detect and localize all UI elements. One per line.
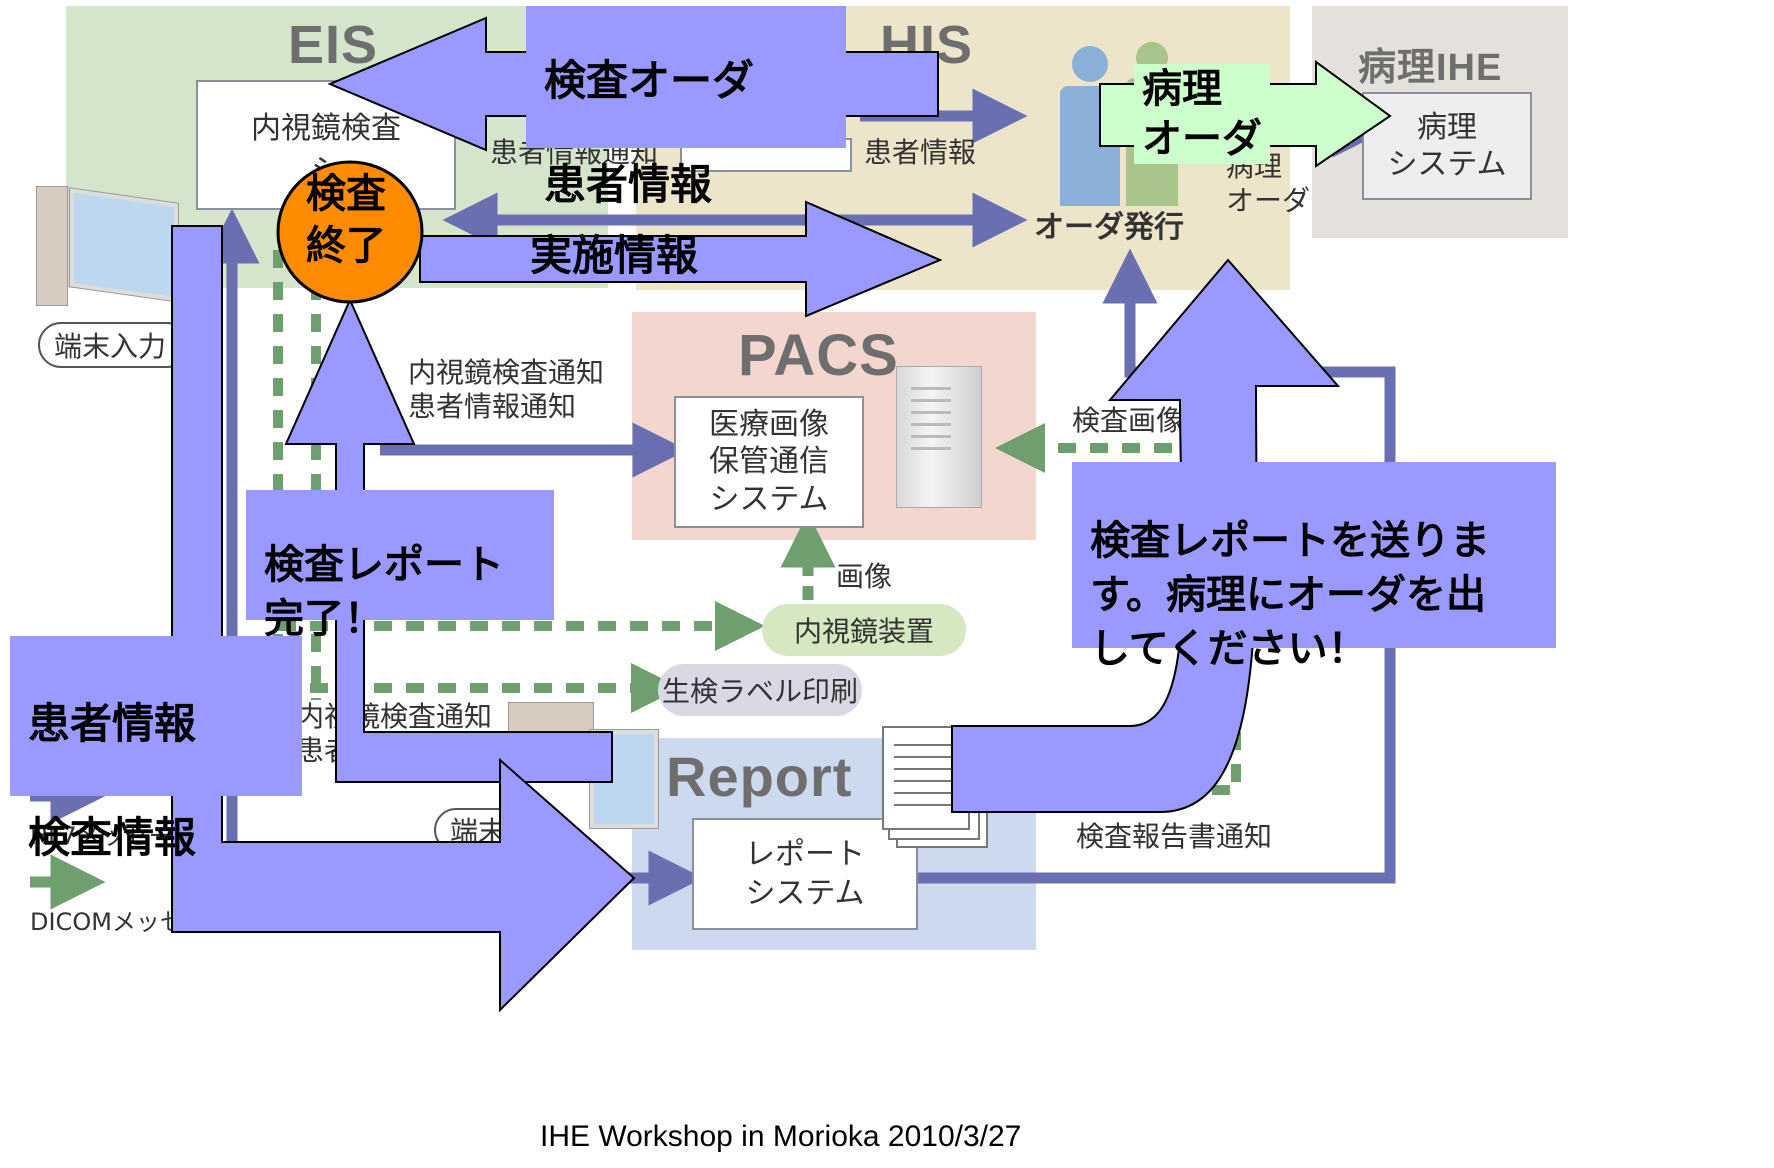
send-report-arrow xyxy=(951,258,1341,813)
implementation-info-text: 実施情報 xyxy=(530,231,699,280)
server-icon xyxy=(896,366,982,508)
exam-info-left-text: 検査情報 xyxy=(28,812,197,862)
exam-image-label: 検査画像 xyxy=(1072,404,1185,437)
endoscopy-notice-label-2: 内視鏡検査通知 xyxy=(296,700,493,733)
legend-hl7-label: HL7メッセー xyxy=(30,822,173,850)
report-system-label: レポート システム xyxy=(745,837,865,911)
computer-icon xyxy=(36,186,68,306)
endoscope-device-pill: 内視鏡装置 xyxy=(762,604,966,656)
pathology-order-text: 病理 オーダ xyxy=(1134,64,1270,164)
pacs-system-box: 医療画像 保管通信 システム xyxy=(674,396,864,528)
exam-end-marker xyxy=(276,160,424,304)
pathology-system-label: 病理 システム xyxy=(1387,109,1507,183)
biopsy-label-pill: 生検ラベル印刷 xyxy=(658,664,862,716)
endoscopy-notice-label: 内視鏡検査通知 患者情報通知 xyxy=(408,356,605,423)
implementation-arrow xyxy=(419,200,943,318)
pathology-system-box: 病理 システム xyxy=(1362,92,1532,200)
report-done-callout: 検査レポート 完了！ xyxy=(246,490,554,642)
image-label: 画像 xyxy=(836,560,893,593)
send-report-callout: 検査レポートを送りま す。病理にオーダを出 してください！ xyxy=(1072,462,1556,672)
exam-order-callout: 検査オーダ 患者情報 xyxy=(526,6,846,209)
patient-exam-info-arrow xyxy=(171,225,636,1013)
report-done-text: 検査レポート 完了！ xyxy=(264,542,504,642)
pacs-title: PACS xyxy=(738,323,899,388)
report-title: Report xyxy=(666,745,853,808)
report-system-box: レポート システム xyxy=(692,818,918,930)
footer-text: IHE Workshop in Morioka 2010/3/27 xyxy=(540,1120,1022,1153)
his-patient-info-label: 患者情報 xyxy=(864,136,977,169)
send-report-text: 検査レポートを送りま す。病理にオーダを出 してください！ xyxy=(1090,518,1490,672)
patient-exam-info-callout: 患者情報 検査情報 xyxy=(10,636,302,862)
report-notice-label: 検査報告書通知 xyxy=(1076,820,1273,853)
eis-title: EIS xyxy=(288,15,379,75)
patient-info-left-text: 患者情報 xyxy=(28,699,197,748)
exam-order-text: 検査オーダ xyxy=(544,56,755,105)
patient-info-top-text: 患者情報 xyxy=(544,159,713,209)
hl7-report-loop xyxy=(916,248,1396,884)
pacs-system-label: 医療画像 保管通信 システム xyxy=(709,406,829,517)
exam-end-text: 検査 終了 xyxy=(306,171,386,269)
pathology-ihe-title: 病理IHE xyxy=(1358,47,1503,89)
order-issue-label: オーダ発行 xyxy=(1034,210,1184,245)
